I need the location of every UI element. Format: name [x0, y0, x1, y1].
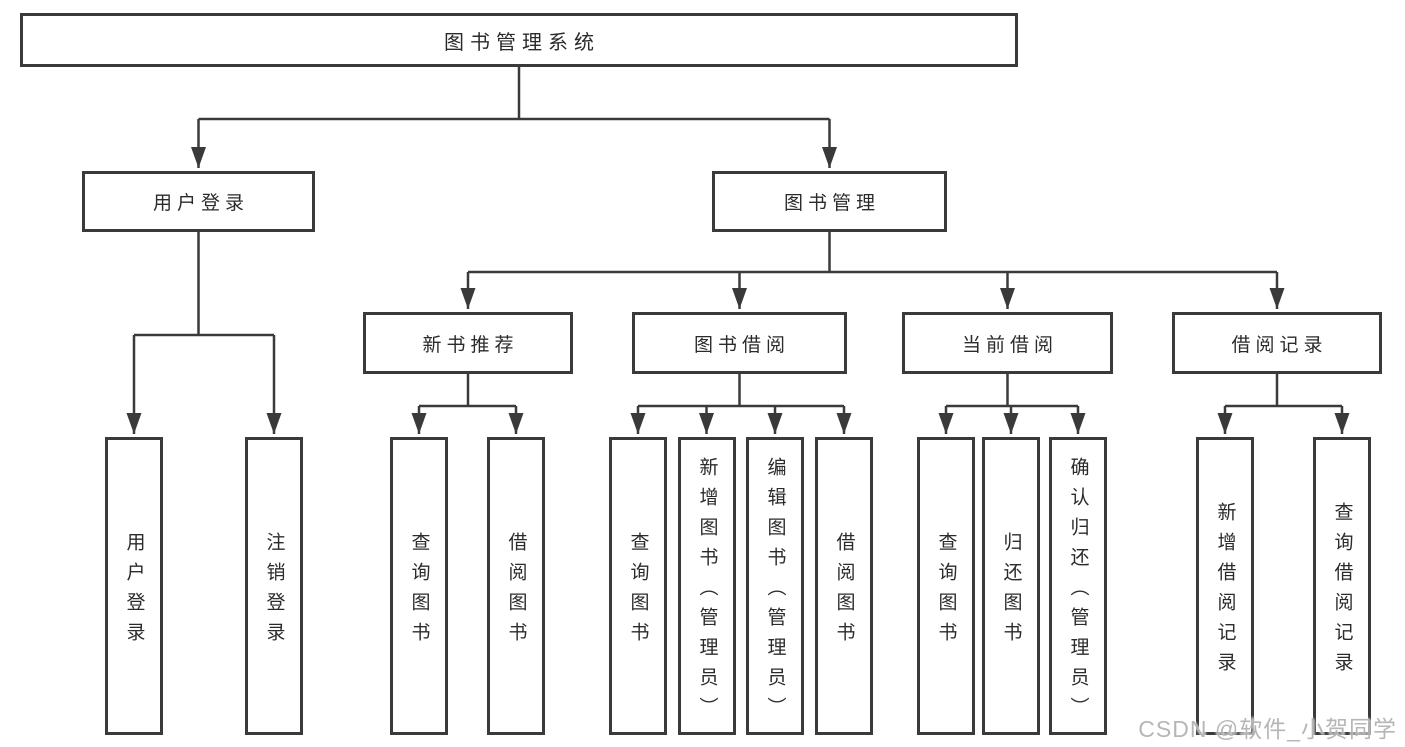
node-label: 借阅图书: [833, 531, 855, 652]
leaf-query-books-recommend: 查询图书: [390, 437, 448, 735]
node-label: 查询借阅记录: [1331, 501, 1353, 682]
node-book-management-module: 图书管理: [712, 171, 947, 232]
leaf-query-books-borrow: 查询图书: [609, 437, 667, 735]
leaf-query-books-current: 查询图书: [917, 437, 975, 735]
node-new-book-recommend: 新书推荐: [363, 312, 573, 374]
leaf-borrow-books: 借阅图书: [815, 437, 873, 735]
leaf-return-books: 归还图书: [982, 437, 1040, 735]
node-user-login-module: 用户登录: [82, 171, 315, 232]
leaf-edit-books-admin: 编辑图书（管理员）: [746, 437, 804, 735]
leaf-query-borrow-record: 查询借阅记录: [1313, 437, 1371, 735]
leaf-user-login: 用户登录: [105, 437, 163, 735]
node-label: 注销登录: [263, 531, 285, 652]
node-label: 图书借阅: [693, 334, 790, 356]
leaf-logout: 注销登录: [245, 437, 303, 735]
node-label: 查询图书: [627, 531, 649, 652]
node-label: 确认归还（管理员）: [1067, 456, 1089, 727]
leaf-add-books-admin: 新增图书（管理员）: [678, 437, 736, 735]
node-label: 编辑图书（管理员）: [764, 456, 786, 727]
node-borrowing-records: 借阅记录: [1172, 312, 1382, 374]
node-label: 用户登录: [123, 531, 145, 652]
leaf-confirm-return-admin: 确认归还（管理员）: [1049, 437, 1107, 735]
node-label: 新书推荐: [422, 334, 519, 356]
node-label: 归还图书: [1000, 531, 1022, 652]
node-label: 借阅记录: [1231, 334, 1328, 356]
node-label: 用户登录: [152, 193, 249, 214]
leaf-borrow-books-recommend: 借阅图书: [487, 437, 545, 735]
node-label: 查询图书: [408, 531, 430, 652]
node-system-root: 图书管理系统: [20, 13, 1018, 67]
leaf-add-borrow-record: 新增借阅记录: [1196, 437, 1254, 735]
node-book-borrowing: 图书借阅: [632, 312, 847, 374]
node-label: 新增图书（管理员）: [696, 456, 718, 727]
csdn-watermark: CSDN @软件_小贺同学: [1138, 716, 1397, 742]
node-label: 新增借阅记录: [1214, 501, 1236, 682]
node-label: 图书管理: [783, 193, 880, 214]
node-label: 图书管理系统: [444, 31, 600, 54]
node-label: 借阅图书: [505, 531, 527, 652]
node-label: 当前借阅: [961, 334, 1058, 356]
node-label: 查询图书: [935, 531, 957, 652]
node-current-borrowing: 当前借阅: [902, 312, 1113, 374]
